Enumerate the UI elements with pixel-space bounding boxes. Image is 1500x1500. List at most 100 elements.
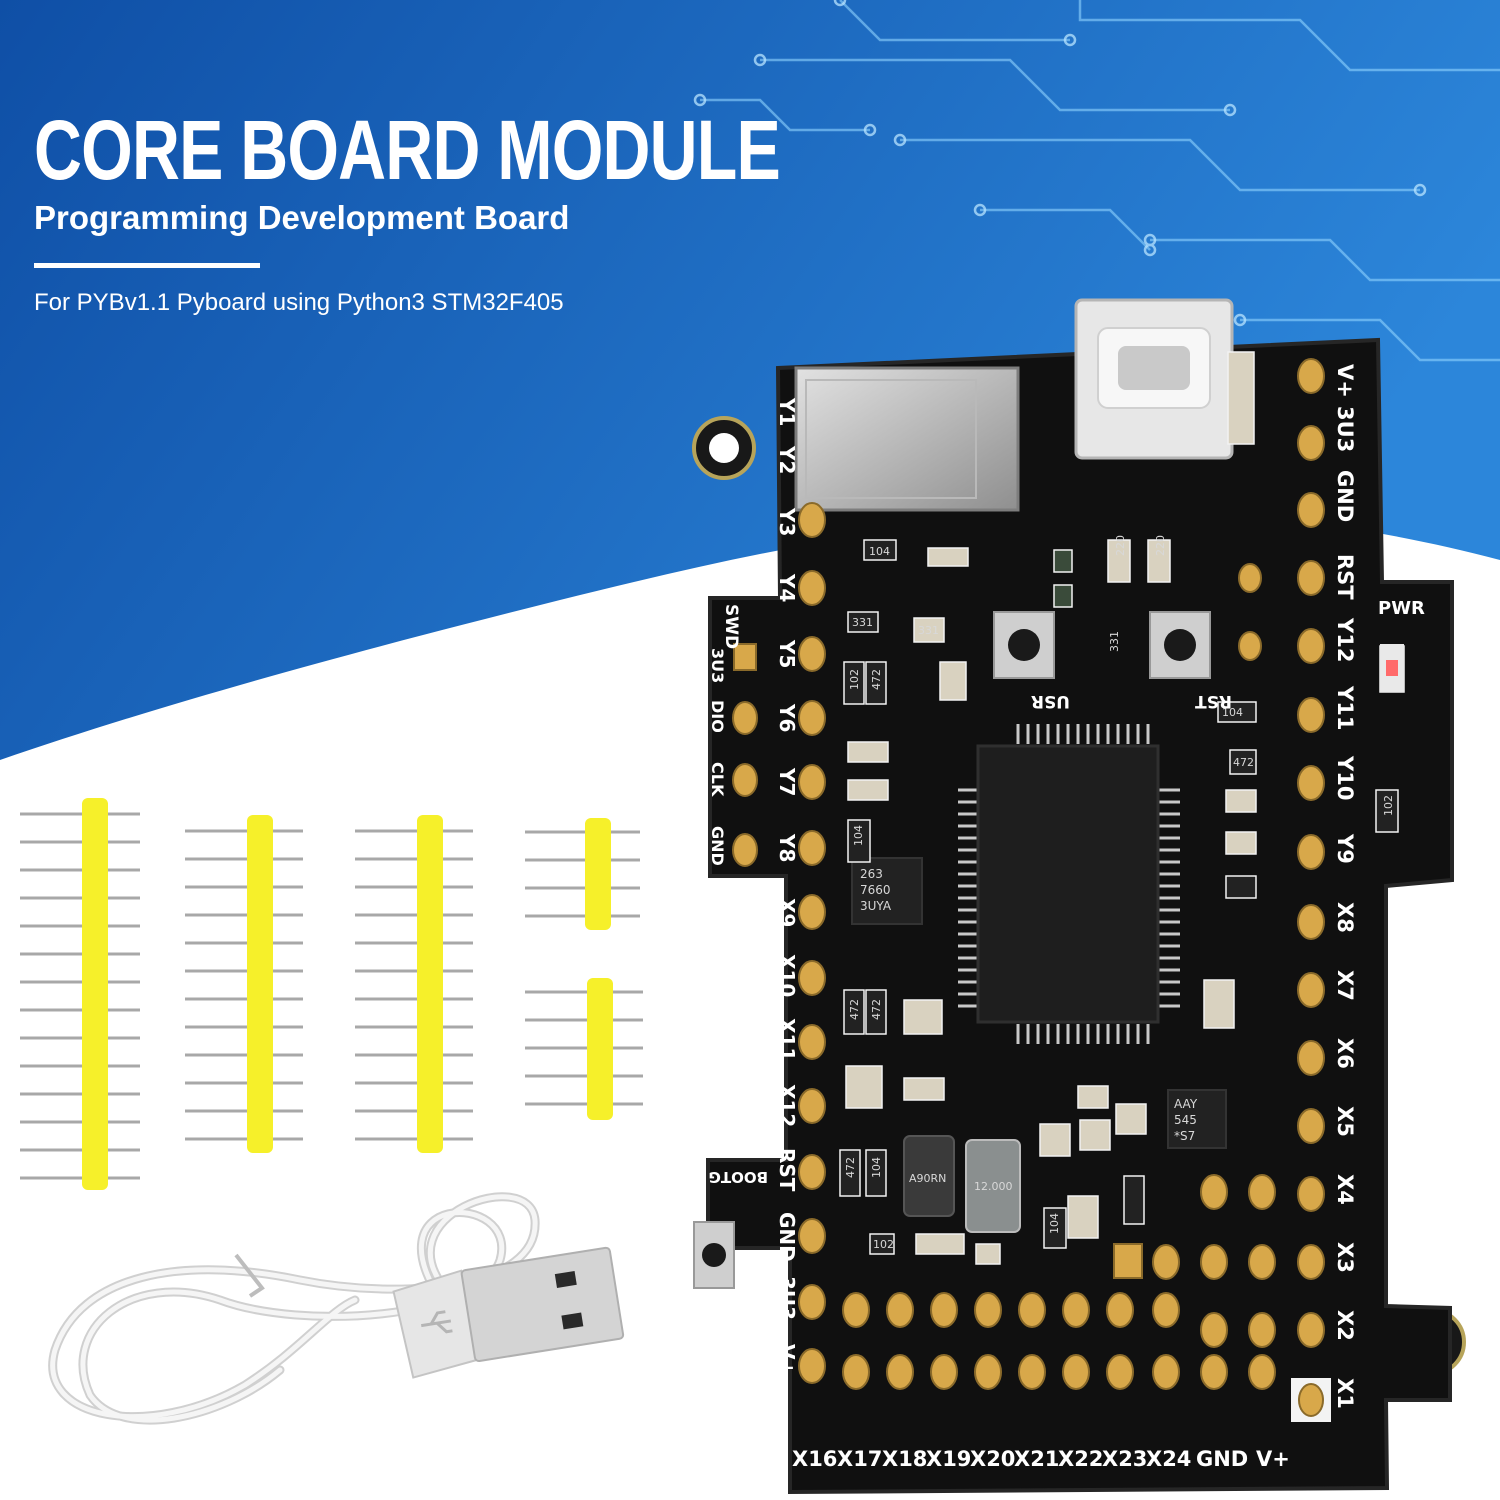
pin-label-left-10: X10 xyxy=(775,954,799,997)
blue-banner-background xyxy=(0,0,1500,760)
pin-label-left-4: Y4 xyxy=(775,573,799,602)
pin-label-left-11: X11 xyxy=(775,1018,799,1061)
r13-label: 472 xyxy=(870,999,883,1020)
pin-header-strip-4 xyxy=(525,818,640,930)
headline-title: CORE BOARD MODULE xyxy=(34,103,781,197)
pin-label-top-10: X7 xyxy=(1333,970,1357,1001)
micro-usb-connector xyxy=(1074,298,1234,460)
chip-b-line2: 545 xyxy=(1174,1113,1197,1127)
pin-label-left-1: Y1 xyxy=(775,397,799,426)
r16-label: 472 xyxy=(844,1157,857,1178)
r5-label: 331 xyxy=(918,624,939,637)
pin-label-left-9: X9 xyxy=(775,898,799,927)
chip-b-line3: *S7 xyxy=(1174,1129,1195,1143)
pin-label-bottom-1: X16 xyxy=(792,1447,837,1471)
r4-label: 331 xyxy=(852,616,873,629)
circuit-node-dots xyxy=(693,0,1427,327)
pin-header-strip-2 xyxy=(185,815,303,1153)
pin-label-top-13: X4 xyxy=(1333,1174,1357,1205)
pin-label-top-11: X6 xyxy=(1333,1038,1357,1069)
r18-label: 102 xyxy=(873,1238,894,1251)
pin-header-strip-3 xyxy=(355,815,473,1153)
usr-button[interactable] xyxy=(993,611,1055,679)
small-ic-1: 263 7660 3UYA xyxy=(851,857,923,925)
smd-components xyxy=(839,351,1405,1265)
r6-label: 331 xyxy=(1108,631,1121,652)
pin-label-bottom-2: X17 xyxy=(837,1447,882,1471)
crystal-oscillator: 12.000 xyxy=(965,1139,1021,1233)
right-pad-column xyxy=(1297,358,1325,1348)
swd-header-label: SWD xyxy=(721,604,741,649)
r11-label: 472 xyxy=(848,999,861,1020)
small-ic-2: AAY 545 *S7 xyxy=(1167,1089,1227,1149)
pin-label-top-1: V+ xyxy=(1333,364,1357,398)
pin-label-top-4: RST xyxy=(1333,554,1357,600)
bottom-pin-labels: X16 X17 X18 X19 X20 X21 X22 X23 X24 GND … xyxy=(792,1447,1290,1471)
swd-pads xyxy=(732,643,758,867)
usb-cable xyxy=(48,1192,625,1425)
r9-label: 104 xyxy=(1222,706,1243,719)
pin-label-bottom-11: V+ xyxy=(1256,1447,1290,1471)
pin-label-bottom-4: X19 xyxy=(926,1447,971,1471)
rst-button[interactable] xyxy=(1149,611,1211,679)
r17-label: 104 xyxy=(870,1157,883,1178)
pin-header-strip-1 xyxy=(20,798,140,1190)
bootg-label: BOOTG xyxy=(709,1168,768,1186)
pin-label-left-12: X12 xyxy=(775,1084,799,1127)
pwr-label: PWR xyxy=(1378,598,1425,619)
core-board: 263 7660 3UYA AAY 545 *S7 12.000 A90RN xyxy=(692,298,1466,1495)
swd-labels: SWD 3U3 DIO CLK GND xyxy=(708,604,741,866)
bootg-button[interactable] xyxy=(693,1221,735,1289)
pin-label-left-8: Y8 xyxy=(775,833,799,862)
usb-logo-icon xyxy=(420,1310,453,1334)
pin-label-top-9: X8 xyxy=(1333,902,1357,933)
usr-label: USR xyxy=(1031,691,1070,711)
pin-label-left-16: V+ xyxy=(775,1344,799,1376)
left-pin-labels: Y1 Y2 Y3 Y4 Y5 Y6 Y7 Y8 X9 X10 X11 X12 R… xyxy=(775,397,799,1376)
pwr-led xyxy=(1380,644,1404,692)
pin-label-top-7: Y10 xyxy=(1333,755,1357,800)
pin-label-bottom-3: X18 xyxy=(882,1447,927,1471)
right-pin-labels: V+ 3U3 GND RST Y12 Y11 Y10 Y9 X8 X7 X6 X… xyxy=(1333,364,1357,1409)
crystal-label: 12.000 xyxy=(974,1180,1013,1193)
r10-label: 472 xyxy=(1233,756,1254,769)
pin-label-left-2: Y2 xyxy=(775,445,799,474)
swd-label-3: CLK xyxy=(708,762,727,797)
pin-label-top-12: X5 xyxy=(1333,1106,1357,1137)
component-codes: 104 220 220 331 331 331 102 472 104 472 … xyxy=(844,535,1395,1251)
pin-label-bottom-6: X21 xyxy=(1014,1447,1059,1471)
swd-label-2: DIO xyxy=(708,700,727,733)
pin-label-left-3: Y3 xyxy=(775,507,799,536)
circuit-trace-pattern xyxy=(700,0,1500,362)
pin-label-top-5: Y12 xyxy=(1333,617,1357,662)
mcu-chip xyxy=(958,724,1180,1044)
title-underline-divider xyxy=(34,263,260,268)
pin-header-strips xyxy=(20,798,643,1190)
compatibility-tagline: For PYBv1.1 Pyboard using Python3 STM32F… xyxy=(34,289,564,316)
pin-label-left-13: RST xyxy=(775,1148,799,1192)
pin-label-bottom-9: X24 xyxy=(1146,1447,1191,1471)
swd-label-1: 3U3 xyxy=(708,648,727,683)
r15-label: 102 xyxy=(1382,795,1395,816)
pin-label-top-2: 3U3 xyxy=(1333,406,1357,452)
r1-label: 104 xyxy=(869,545,890,558)
r3-label: 220 xyxy=(1154,535,1167,556)
chip-a-line3: 3UYA xyxy=(860,899,892,913)
usb-a-plug xyxy=(392,1246,625,1379)
pin-label-bottom-7: X22 xyxy=(1058,1447,1103,1471)
swd-label-4: GND xyxy=(708,826,727,866)
bottom-pad-rows xyxy=(842,1292,1276,1390)
left-pad-column xyxy=(798,502,826,1384)
r14-label: 104 xyxy=(1048,1213,1061,1234)
pin-label-bottom-5: X20 xyxy=(970,1447,1015,1471)
pin-label-bottom-8: X23 xyxy=(1102,1447,1147,1471)
pin-label-left-6: Y6 xyxy=(775,703,799,732)
chip-b-line1: AAY xyxy=(1174,1097,1198,1111)
pin-label-top-6: Y11 xyxy=(1333,685,1357,730)
pin-label-top-8: Y9 xyxy=(1333,833,1357,864)
pin-label-left-7: Y7 xyxy=(775,767,799,796)
chip-a-line1: 263 xyxy=(860,867,883,881)
pin-label-bottom-10: GND xyxy=(1196,1447,1248,1471)
pin-label-top-16: X1 xyxy=(1333,1378,1357,1409)
pin-label-left-5: Y5 xyxy=(775,639,799,668)
